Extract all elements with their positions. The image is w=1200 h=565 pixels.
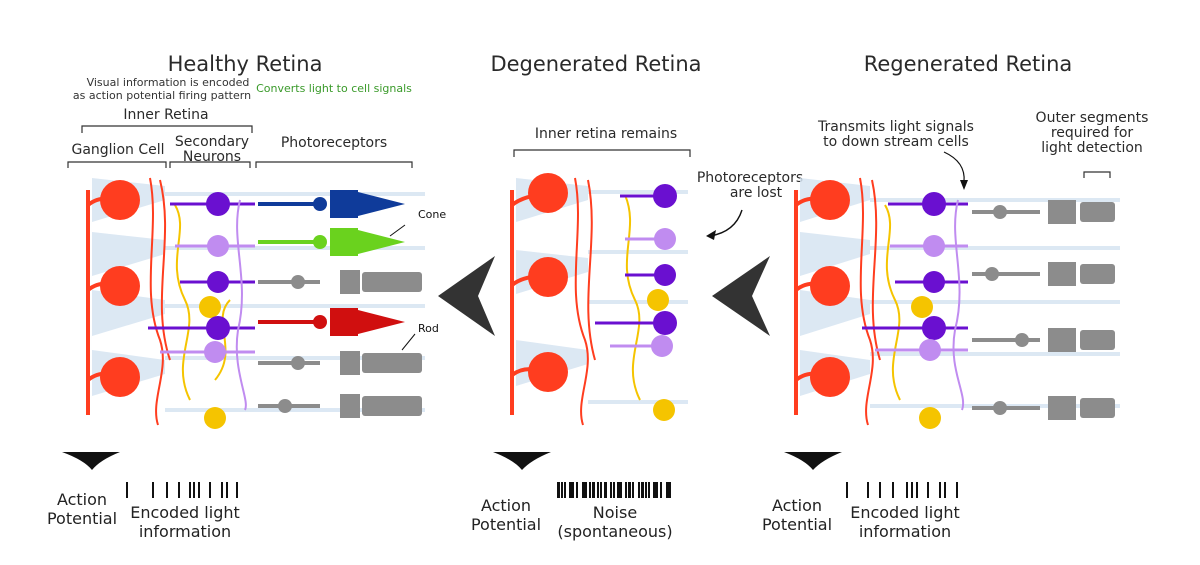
- photoreceptors-lost-line1: Photoreceptors: [697, 170, 803, 186]
- noise-spike: [628, 482, 631, 498]
- spike-train-encoded: [126, 482, 238, 498]
- encoded-line1-3: Encoded light: [850, 503, 960, 522]
- amacrine-cells-3: [884, 204, 941, 429]
- secondary-neurons-line2: Neurons: [183, 149, 241, 165]
- noise-spike: [648, 482, 650, 498]
- down-arrow-icon-2: [493, 452, 551, 470]
- encoded-note-line1: Visual information is encoded: [87, 76, 250, 89]
- inner-retina-bracket: [81, 125, 253, 133]
- noise-spike: [597, 482, 599, 498]
- ganglion-cell-soma-3: [100, 357, 140, 397]
- noise-spike: [620, 482, 622, 498]
- noise-spike: [576, 482, 578, 498]
- ganglion-cell-label: Ganglion Cell: [71, 142, 164, 158]
- healthy-retina-panel: Healthy Retina Visual information is enc…: [47, 52, 446, 541]
- noise-line1: Noise: [593, 503, 637, 522]
- amacrine-cells-2: [624, 194, 675, 421]
- noise-spike: [666, 482, 669, 498]
- healthy-title: Healthy Retina: [168, 52, 323, 76]
- noise-spike: [572, 482, 574, 498]
- action-potential-line1-3: Action: [772, 496, 822, 515]
- noise-spike: [617, 482, 620, 498]
- noise-spike: [569, 482, 572, 498]
- ganglion-cells-3: [794, 177, 881, 426]
- noise-spike: [592, 482, 595, 498]
- degenerated-title: Degenerated Retina: [490, 52, 701, 76]
- noise-spike: [557, 482, 560, 498]
- regenerated-retina-panel: Regenerated Retina Transmits light signa…: [762, 52, 1149, 541]
- photoreceptors-lost-line2: are lost: [730, 185, 783, 201]
- muller-glia-background: [92, 178, 425, 412]
- noise-spike: [653, 482, 656, 498]
- encoded-note-line2: as action potential firing pattern: [73, 89, 251, 102]
- noise-spike: [604, 482, 607, 498]
- transmits-line1: Transmits light signals: [817, 119, 974, 135]
- spike-train-encoded-3: [846, 482, 958, 498]
- regenerated-title: Regenerated Retina: [864, 52, 1073, 76]
- noise-spike: [669, 482, 671, 498]
- outer-segments-bracket: [1083, 171, 1111, 178]
- encoded-line2-3: information: [859, 522, 951, 541]
- encoded-line1: Encoded light: [130, 503, 240, 522]
- inner-retina-remains-label: Inner retina remains: [535, 126, 677, 142]
- ganglion-bracket: [67, 161, 167, 168]
- outer-segments-line2: required for: [1051, 125, 1134, 141]
- action-potential-line1-2: Action: [481, 496, 531, 515]
- noise-spike: [610, 482, 612, 498]
- noise-spike: [625, 482, 627, 498]
- cone-red: [258, 308, 405, 336]
- noise-spike: [600, 482, 602, 498]
- bipolar-cells-3: [862, 192, 968, 411]
- noise-spike: [585, 482, 587, 498]
- inner-retina-label: Inner Retina: [123, 107, 208, 123]
- outer-segments-line3: light detection: [1041, 140, 1143, 156]
- noise-spike: [641, 482, 644, 498]
- rod-tag: Rod: [418, 322, 439, 335]
- bipolar-cells: [148, 192, 255, 411]
- encoded-line2: information: [139, 522, 231, 541]
- noise-spike: [645, 482, 647, 498]
- degenerated-retina-panel: Degenerated Retina Inner retina remains …: [471, 52, 803, 541]
- noise-spike: [564, 482, 566, 498]
- noise-spike: [589, 482, 591, 498]
- down-arrow-icon-3: [784, 452, 842, 470]
- ganglion-cell-soma-2: [100, 266, 140, 306]
- bipolar-cells-2: [595, 184, 677, 357]
- noise-line2: (spontaneous): [557, 522, 672, 541]
- cone-green: [258, 228, 405, 256]
- action-potential-line2-3: Potential: [762, 515, 832, 534]
- transmits-line2: to down stream cells: [823, 134, 969, 150]
- secondary-neurons-line1: Secondary: [175, 134, 249, 150]
- noise-spike: [632, 482, 634, 498]
- action-potential-line2: Potential: [47, 509, 117, 528]
- chevron-right-arrow-icon: [438, 256, 495, 336]
- cone-blue: [258, 190, 405, 218]
- chevron-right-arrow-icon-2: [712, 256, 770, 336]
- amacrine-cells: [174, 204, 231, 429]
- action-potential-line2-2: Potential: [471, 515, 541, 534]
- rod-1: [258, 270, 422, 294]
- ganglion-cells-2: [510, 173, 596, 426]
- down-arrow-icon: [62, 452, 120, 470]
- noise-spike: [582, 482, 585, 498]
- noise-spike: [660, 482, 662, 498]
- photoreceptors-label: Photoreceptors: [281, 135, 387, 151]
- photoreceptors-bracket: [255, 161, 413, 168]
- noise-spike: [561, 482, 563, 498]
- noise-spike: [613, 482, 615, 498]
- outer-segments-line1: Outer segments: [1036, 110, 1149, 126]
- noise-spike: [656, 482, 658, 498]
- action-potential-line1: Action: [57, 490, 107, 509]
- secondary-bracket: [169, 161, 251, 168]
- regenerated-rods: [972, 200, 1115, 420]
- rod-2: [258, 351, 422, 375]
- ganglion-cell-soma-1: [100, 180, 140, 220]
- noise-spike: [638, 482, 640, 498]
- cone-tag: Cone: [418, 208, 446, 221]
- inner-remains-bracket: [513, 149, 691, 157]
- rod-3: [258, 394, 422, 418]
- spike-train-noise: [557, 482, 671, 498]
- converts-note: Converts light to cell signals: [256, 82, 412, 95]
